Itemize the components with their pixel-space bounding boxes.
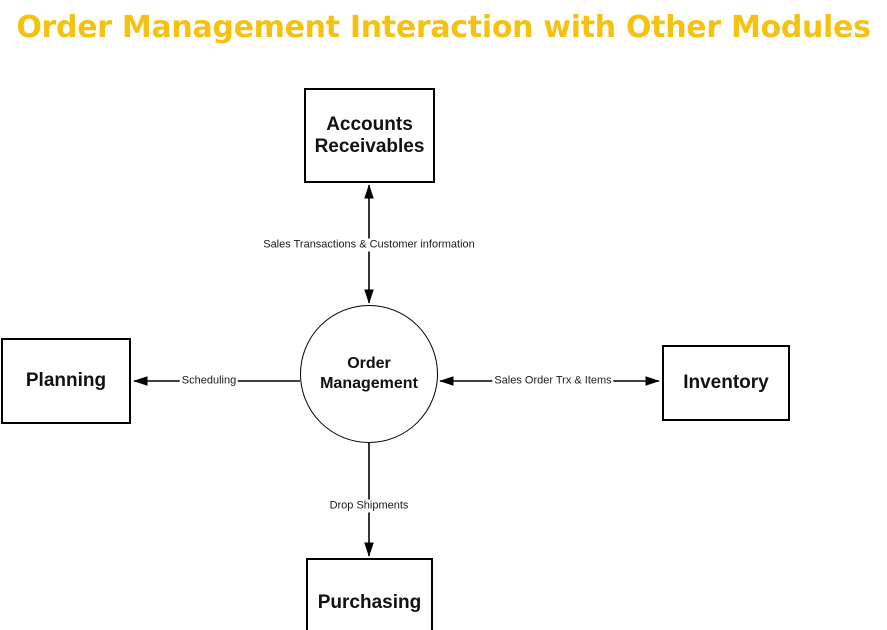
node-order-management-label: Order Management xyxy=(320,355,418,392)
node-purchasing[interactable]: Purchasing xyxy=(306,558,433,630)
page-title: Order Management Interaction with Other … xyxy=(16,10,871,45)
edge-label-accounts-receivables: Sales Transactions & Customer informatio… xyxy=(261,238,477,252)
node-planning-label: Planning xyxy=(25,370,107,391)
edge-label-inventory: Sales Order Trx & Items xyxy=(492,374,614,388)
node-planning[interactable]: Planning xyxy=(1,338,131,424)
node-accounts-receivables[interactable]: Accounts Receivables xyxy=(304,88,435,183)
edge-label-purchasing: Drop Shipments xyxy=(327,499,411,513)
node-purchasing-label: Purchasing xyxy=(317,592,422,613)
node-order-management[interactable]: Order Management xyxy=(300,305,438,443)
node-inventory[interactable]: Inventory xyxy=(662,345,790,421)
node-accounts-receivables-label: Accounts Receivables xyxy=(314,113,425,157)
node-inventory-label: Inventory xyxy=(683,372,769,393)
edge-label-planning: Scheduling xyxy=(179,374,239,388)
